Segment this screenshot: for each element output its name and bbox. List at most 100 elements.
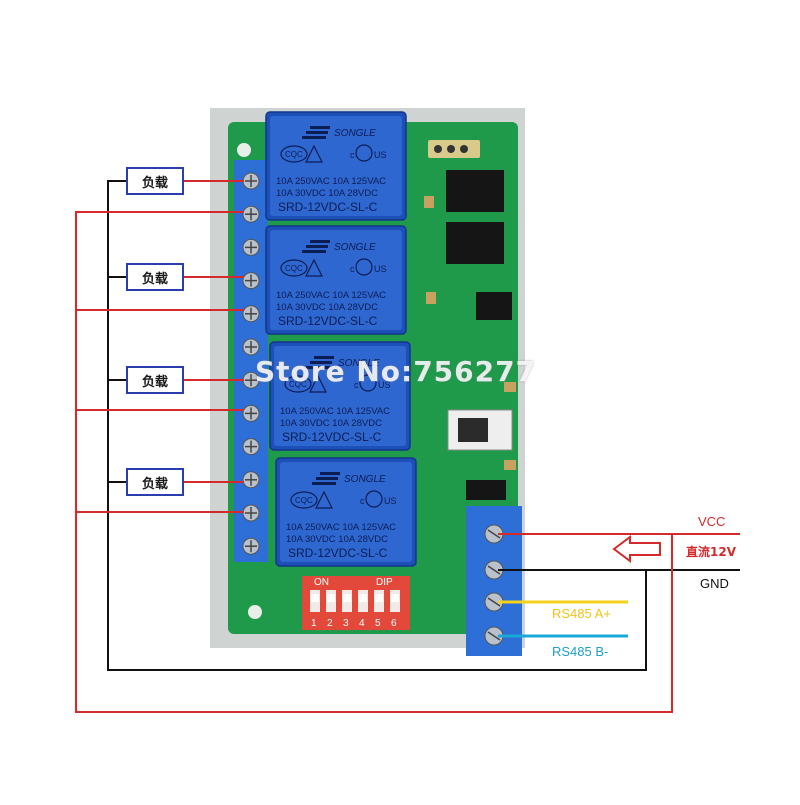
power-terminal-screws — [484, 524, 504, 646]
dip-toggle — [311, 594, 319, 602]
ul-c-label: c — [360, 496, 365, 506]
dip-toggle — [327, 594, 335, 602]
wire-red-common — [75, 211, 740, 713]
smd-part — [426, 292, 436, 304]
terminal-screw — [242, 471, 260, 489]
relay-model: SRD-12VDC-SL-C — [278, 314, 378, 328]
songle-logo-icon — [312, 472, 340, 485]
relay-rating-1: 10A 250VAC 10A 125VAC — [276, 290, 386, 301]
ul-c-label: c — [350, 150, 355, 160]
dip-on-label: ON — [314, 577, 329, 588]
cqc-label: CQC — [295, 496, 313, 505]
smd-part — [504, 382, 516, 392]
relay-rating-2: 10A 30VDC 10A 28VDC — [276, 188, 378, 199]
ic-chip-2 — [446, 222, 504, 264]
relay-brand: SONGLE — [338, 358, 380, 369]
songle-logo-icon — [306, 356, 334, 369]
wires — [75, 180, 740, 713]
cqc-cert-icon — [284, 375, 312, 393]
header-pin — [447, 145, 455, 153]
input-arrow-icon — [612, 535, 661, 563]
dip-number: 2 — [327, 618, 333, 629]
ul-cert-icon — [359, 374, 377, 392]
ic-chip-1 — [446, 170, 504, 212]
triangle-cert-icon — [315, 490, 333, 509]
ul-c-label: c — [354, 380, 359, 390]
ul-us-label: US — [374, 150, 387, 160]
dip-number: 1 — [311, 618, 317, 629]
relay-model: SRD-12VDC-SL-C — [278, 200, 378, 214]
terminal-screw — [242, 504, 260, 522]
regulator-chip — [458, 418, 488, 442]
songle-logo-icon — [302, 126, 330, 139]
load-box-3: 负载 — [126, 366, 184, 394]
store-watermark: Store No:756277 — [255, 355, 537, 388]
dip-toggle — [391, 594, 399, 602]
songle-logo-icon — [302, 240, 330, 253]
cqc-label: CQC — [285, 264, 303, 273]
ul-cert-icon — [355, 258, 373, 276]
gnd-label: GND — [700, 576, 729, 591]
load-box-4: 负载 — [126, 468, 184, 496]
relay-rating-1: 10A 250VAC 10A 125VAC — [280, 406, 390, 417]
header-pin — [434, 145, 442, 153]
cqc-label: CQC — [289, 380, 307, 389]
dip-number: 5 — [375, 618, 381, 629]
terminal-screw — [242, 404, 260, 422]
relay-rating-1: 10A 250VAC 10A 125VAC — [286, 522, 396, 533]
terminal-screw — [242, 305, 260, 323]
dip-toggle — [343, 594, 351, 602]
jumper — [466, 480, 506, 500]
triangle-cert-icon — [305, 258, 323, 277]
smd-part — [424, 196, 434, 208]
cqc-cert-icon — [280, 259, 308, 277]
terminal-screw — [242, 438, 260, 456]
power-terminal-screw — [484, 560, 504, 580]
ul-us-label: US — [378, 380, 391, 390]
mount-hole-bottom — [248, 605, 262, 619]
dc12v-label: 直流12V — [686, 545, 736, 559]
ul-us-label: US — [384, 496, 397, 506]
relay-rating-2: 10A 30VDC 10A 28VDC — [280, 418, 382, 429]
left-terminal-block — [234, 160, 268, 562]
relay-rating-2: 10A 30VDC 10A 28VDC — [276, 302, 378, 313]
dip-number: 6 — [391, 618, 397, 629]
relay-model: SRD-12VDC-SL-C — [282, 430, 382, 444]
dip-toggle — [375, 594, 383, 602]
terminal-screw — [242, 238, 260, 256]
terminal-screw — [242, 172, 260, 190]
dip-number: 4 — [359, 618, 365, 629]
triangle-cert-icon — [309, 374, 327, 393]
relay-brand: SONGLE — [344, 474, 386, 485]
cqc-label: CQC — [285, 150, 303, 159]
ul-cert-icon — [355, 144, 373, 162]
cqc-cert-icon — [290, 491, 318, 509]
rs485-a-label: RS485 A+ — [552, 606, 611, 621]
terminal-screw — [242, 338, 260, 356]
terminal-screw — [242, 537, 260, 555]
ul-us-label: US — [374, 264, 387, 274]
cqc-cert-icon — [280, 145, 308, 163]
smd-part — [504, 460, 516, 470]
relay-rating-1: 10A 250VAC 10A 125VAC — [276, 176, 386, 187]
dip-number: 3 — [343, 618, 349, 629]
header-pin — [460, 145, 468, 153]
mount-hole-top — [237, 143, 251, 157]
ul-c-label: c — [350, 264, 355, 274]
dip-toggle — [359, 594, 367, 602]
vcc-label: VCC — [698, 514, 726, 529]
relay-rating-2: 10A 30VDC 10A 28VDC — [286, 534, 388, 545]
triangle-cert-icon — [305, 144, 323, 163]
load-box-2: 负载 — [126, 263, 184, 291]
load-box-1: 负载 — [126, 167, 184, 195]
relay-brand: SONGLE — [334, 242, 376, 253]
ic-chip-3 — [476, 292, 512, 320]
relay-model: SRD-12VDC-SL-C — [288, 546, 388, 560]
